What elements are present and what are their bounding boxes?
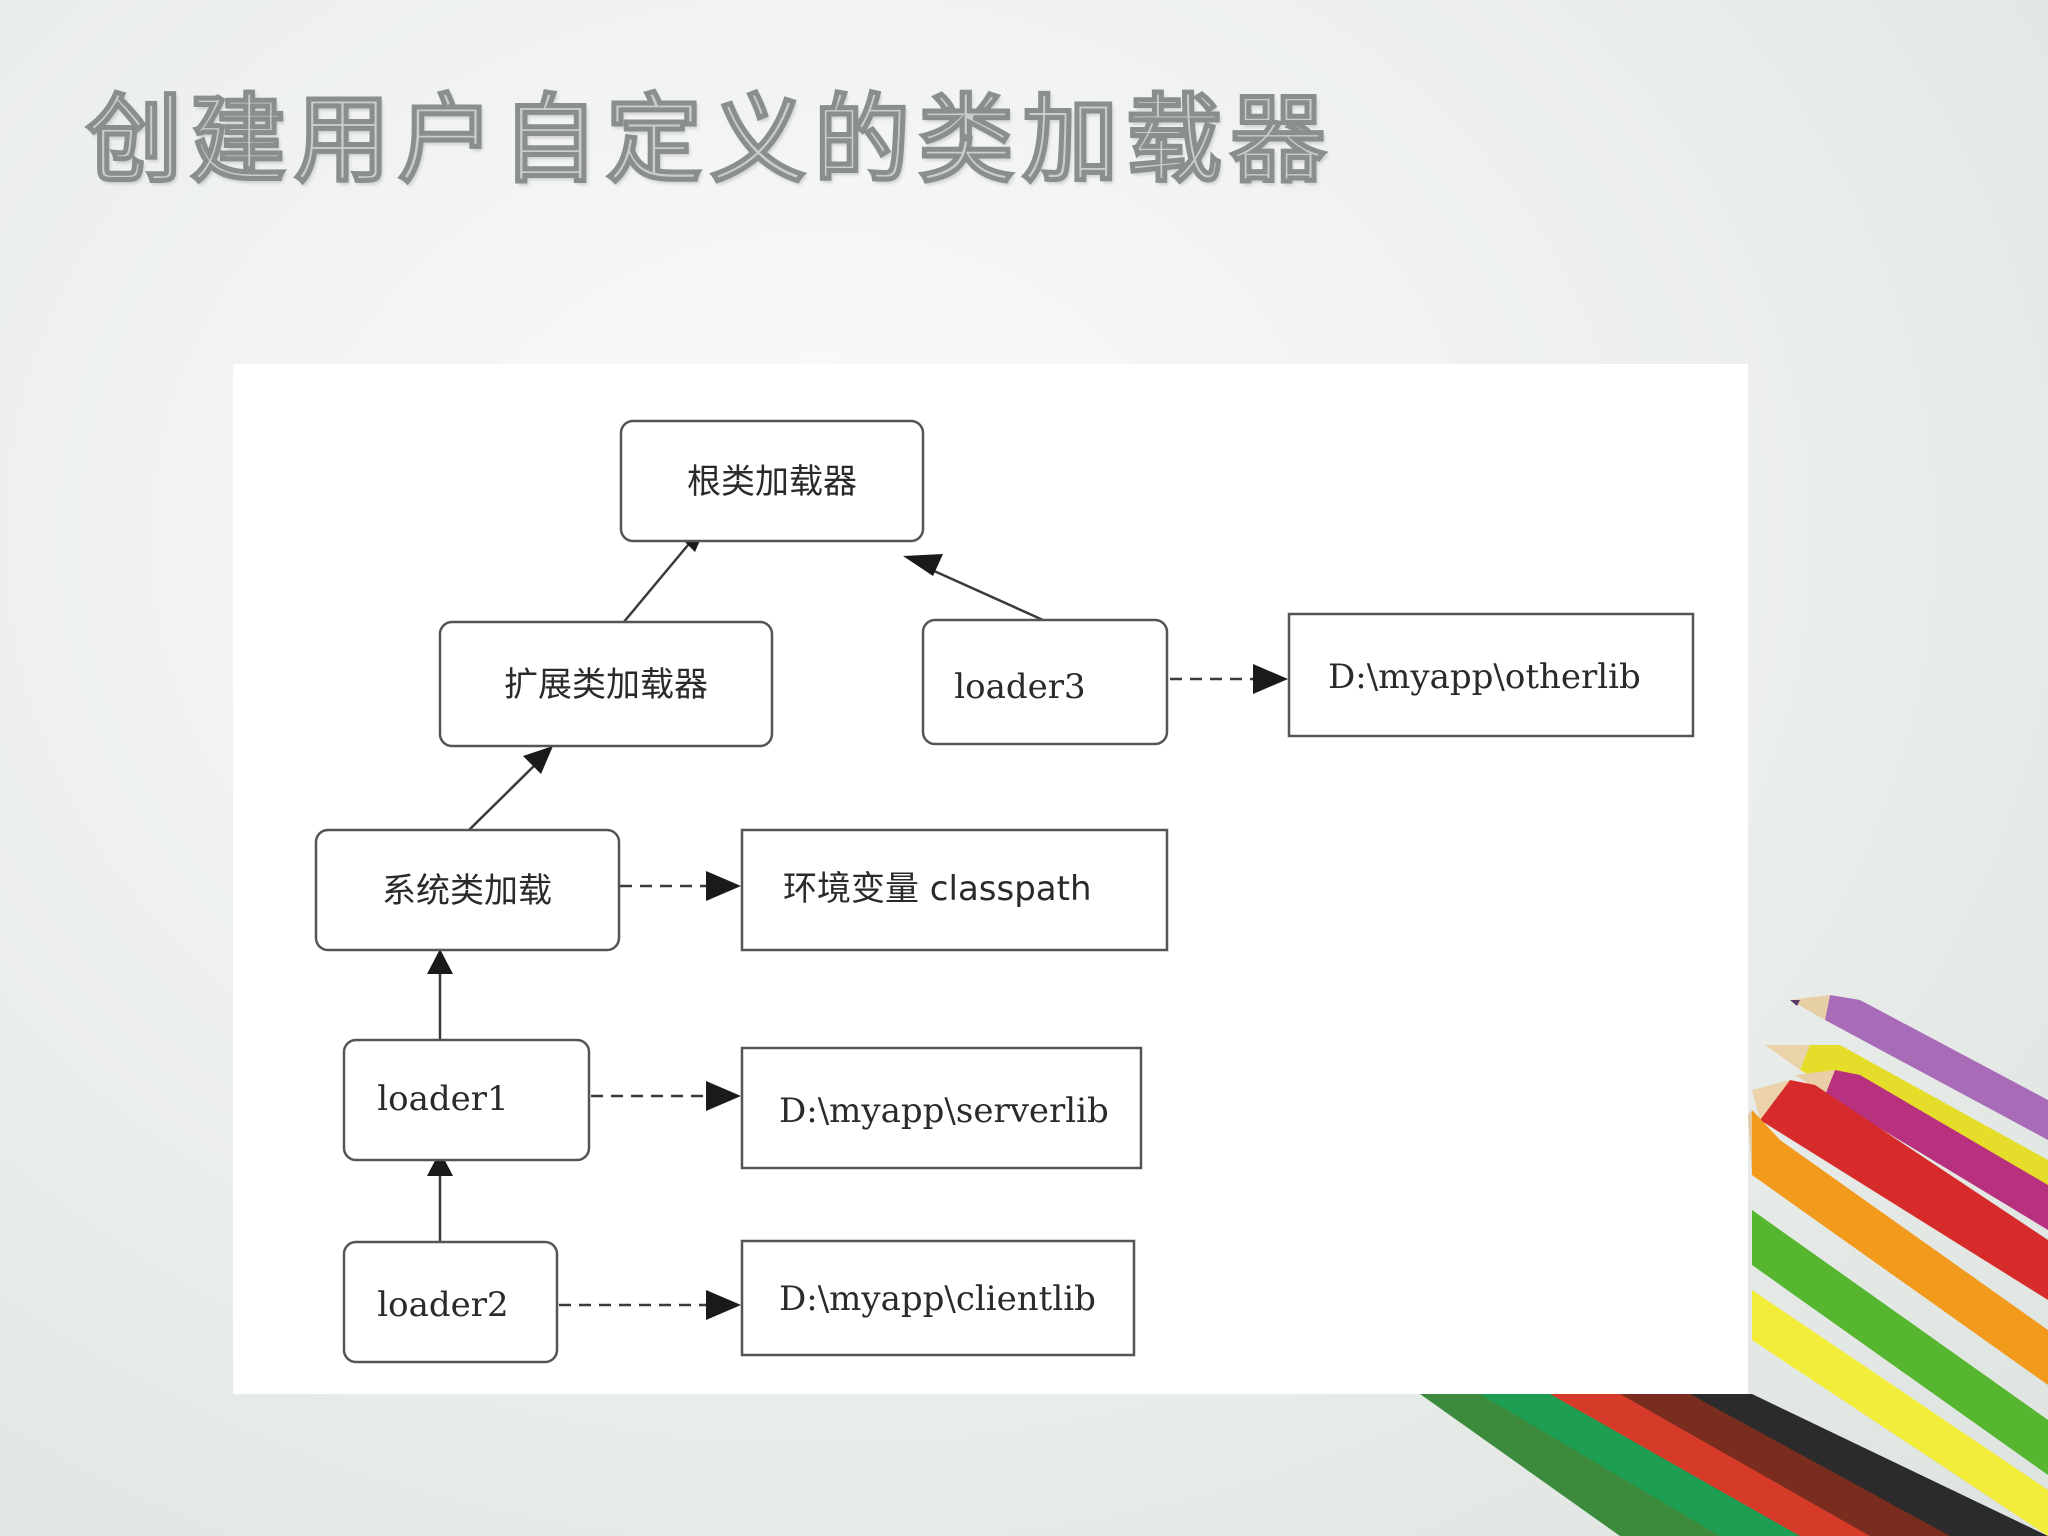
pencil-bottom-stack bbox=[1420, 1394, 2048, 1536]
node-loader2: loader2 bbox=[342, 1240, 559, 1364]
node-serverlib-label: D:\myapp\serverlib bbox=[779, 1091, 1109, 1131]
node-serverlib-path: D:\myapp\serverlib bbox=[740, 1046, 1143, 1170]
edge-loader3-to-otherlib bbox=[1170, 664, 1288, 694]
class-loader-diagram: 根类加载器 扩展类加载器 loader3 系统类加载 loader1 loade… bbox=[314, 419, 1695, 1364]
node-bootstrap-label: 根类加载器 bbox=[687, 462, 857, 502]
node-clientlib-label: D:\myapp\clientlib bbox=[779, 1279, 1096, 1319]
edge-loader3-to-bootstrap bbox=[903, 554, 1044, 622]
pencil-red bbox=[1752, 1080, 2048, 1300]
node-extension-label: 扩展类加载器 bbox=[504, 665, 708, 705]
node-extension-loader: 扩展类加载器 bbox=[438, 620, 774, 748]
edge-loader1-to-system bbox=[427, 949, 453, 1042]
pencil-green bbox=[1752, 1210, 2048, 1475]
edge-loader1-to-serverlib bbox=[591, 1081, 741, 1111]
pencil-purple bbox=[1790, 995, 2048, 1140]
slide-title: 创建用户自定义的类加载器 bbox=[85, 83, 1334, 197]
pencil-orange bbox=[1748, 1110, 2048, 1385]
node-classpath-label: 环境变量 classpath bbox=[783, 869, 1092, 909]
pencil-magenta bbox=[1795, 1070, 2048, 1230]
node-bootstrap-loader: 根类加载器 bbox=[619, 419, 925, 543]
node-loader1: loader1 bbox=[342, 1038, 591, 1162]
node-otherlib-path: D:\myapp\otherlib bbox=[1287, 612, 1695, 738]
edge-loader2-to-clientlib bbox=[559, 1290, 741, 1320]
node-system-loader: 系统类加载 bbox=[314, 828, 621, 952]
node-otherlib-label: D:\myapp\otherlib bbox=[1328, 657, 1641, 697]
edge-system-to-classpath bbox=[620, 871, 741, 901]
edge-loader2-to-loader1 bbox=[427, 1151, 453, 1242]
node-loader1-label: loader1 bbox=[377, 1079, 508, 1119]
node-loader3: loader3 bbox=[921, 618, 1169, 746]
node-clientlib-path: D:\myapp\clientlib bbox=[740, 1239, 1136, 1357]
edge-system-to-extension bbox=[468, 746, 553, 831]
node-loader2-label: loader2 bbox=[377, 1285, 508, 1325]
diagram-panel: 根类加载器 扩展类加载器 loader3 系统类加载 loader1 loade… bbox=[233, 364, 1748, 1394]
node-system-label: 系统类加载 bbox=[382, 871, 552, 911]
node-classpath-env: 环境变量 classpath bbox=[740, 828, 1169, 952]
node-loader3-label: loader3 bbox=[954, 667, 1085, 707]
pencil-lemon bbox=[1752, 1290, 2048, 1536]
